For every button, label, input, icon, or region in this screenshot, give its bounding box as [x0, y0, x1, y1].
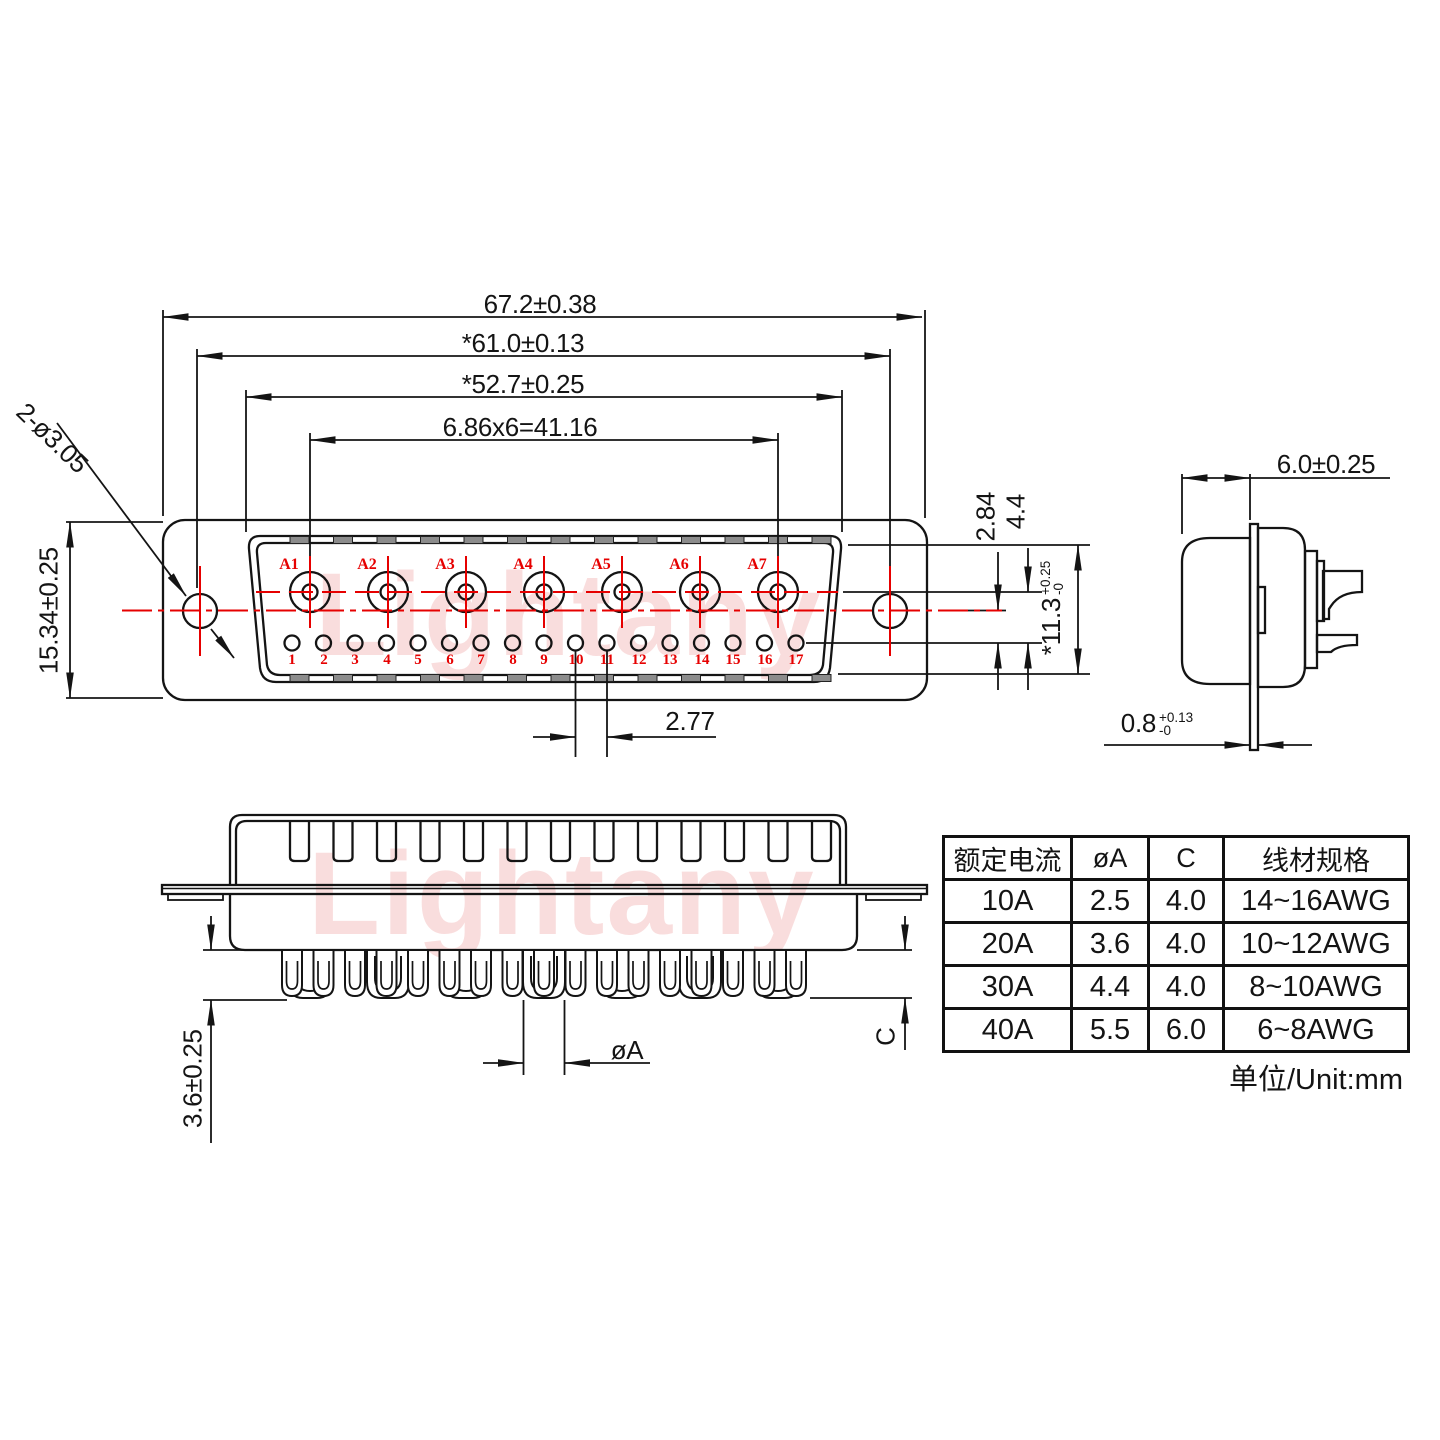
header-cup-depth: C: [1147, 835, 1225, 881]
cell: 14~16AWG: [1222, 878, 1410, 924]
front-dimensions: [56, 310, 1090, 757]
dim-center-to-row: 2.84: [970, 491, 1001, 542]
header-wire-gauge: 线材规格: [1222, 835, 1410, 881]
cell: 4.0: [1147, 921, 1225, 967]
cell: 4.0: [1147, 964, 1225, 1010]
pin-label-13: 13: [662, 652, 678, 668]
spec-row-20a: 20A 3.6 4.0 10~12AWG: [942, 921, 1410, 967]
tolerance-plus: +0.13: [1159, 710, 1194, 725]
dim-flange-thickness-tolerance: +0.13 -0: [1159, 710, 1194, 738]
spec-table: 额定电流 øA C 线材规格 10A 2.5 4.0 14~16AWG 20A …: [942, 835, 1410, 1053]
cell: 6~8AWG: [1222, 1007, 1410, 1053]
dim-pin-diameter: øA: [610, 1035, 644, 1065]
pin-label-15: 15: [725, 652, 741, 668]
cell: 2.5: [1070, 878, 1150, 924]
dim-height: 15.34±0.25: [33, 547, 64, 675]
dim-shell-height: *11.3 +0.25 -0: [1036, 533, 1068, 683]
front-centerlines: [122, 556, 1002, 656]
bottom-view-body: [160, 813, 929, 952]
pin-label-14: 14: [694, 652, 710, 668]
watermark-front: Lightany: [315, 549, 823, 681]
cell: 5.5: [1070, 1007, 1150, 1053]
pin-label-a6: A6: [669, 556, 689, 573]
dim-width-outer: 67.2±0.38: [483, 289, 597, 319]
pin-label-a2: A2: [357, 556, 377, 573]
side-dimensions: [1104, 474, 1390, 749]
dim-hole-span: *61.0±0.13: [461, 328, 585, 358]
tolerance-minus: -0: [1051, 582, 1066, 595]
pin-label-6: 6: [446, 652, 454, 668]
header-pin-diameter: øA: [1070, 835, 1150, 881]
cell: 3.6: [1070, 921, 1150, 967]
pin-label-5: 5: [414, 652, 422, 668]
dim-shell-height-value: *11.3: [1036, 597, 1067, 656]
dim-shell-width: *52.7±0.25: [461, 369, 585, 399]
dim-cup-depth: C: [870, 1027, 901, 1046]
pin-label-1: 1: [288, 652, 296, 668]
dim-pin-length: 3.6±0.25: [177, 1029, 208, 1128]
pin-label-10: 10: [568, 652, 584, 668]
cell: 20A: [942, 921, 1073, 967]
pin-label-12: 12: [631, 652, 647, 668]
pin-label-a3: A3: [435, 556, 455, 573]
pin-label-a4: A4: [513, 556, 533, 573]
spec-row-30a: 30A 4.4 4.0 8~10AWG: [942, 964, 1410, 1010]
tolerance-minus: -0: [1159, 723, 1172, 738]
cell: 4.0: [1147, 878, 1225, 924]
header-rated-current: 额定电流: [942, 835, 1073, 881]
pin-label-a7: A7: [747, 556, 767, 573]
pin-label-a5: A5: [591, 556, 611, 573]
dim-flange-thickness-value: 0.8: [1120, 708, 1157, 739]
cell: 10~12AWG: [1222, 921, 1410, 967]
cell: 6.0: [1147, 1007, 1225, 1053]
spec-table-header-row: 额定电流 øA C 线材规格: [942, 835, 1410, 881]
cell: 10A: [942, 878, 1073, 924]
cell: 40A: [942, 1007, 1073, 1053]
dim-depth: 6.0±0.25: [1276, 449, 1376, 479]
dim-pin-span: 6.86x6=41.16: [442, 412, 598, 442]
dim-shell-height-tolerance: +0.25 -0: [1038, 561, 1066, 595]
unit-note: 单位/Unit:mm: [1228, 1064, 1403, 1096]
cell: 8~10AWG: [1222, 964, 1410, 1010]
bottom-view-small-pins: [281, 949, 807, 998]
pin-label-16: 16: [757, 652, 773, 668]
dim-flange-thickness: 0.8 +0.13 -0: [1102, 708, 1212, 740]
pin-label-9: 9: [540, 652, 548, 668]
dim-row-gap: 4.4: [1000, 494, 1031, 530]
spec-row-10a: 10A 2.5 4.0 14~16AWG: [942, 878, 1410, 924]
pin-label-17: 17: [788, 652, 804, 668]
pin-label-11: 11: [599, 652, 615, 668]
side-view-body: [1180, 522, 1364, 752]
bottom-dimensions: [203, 916, 912, 1143]
pin-label-8: 8: [509, 652, 517, 668]
cell: 30A: [942, 964, 1073, 1010]
pin-label-2: 2: [320, 652, 328, 668]
dim-pin-pitch: 2.77: [665, 706, 715, 736]
front-shield-hatches: [289, 536, 832, 682]
pin-label-7: 7: [477, 652, 485, 668]
cell: 4.4: [1070, 964, 1150, 1010]
pin-label-a1: A1: [279, 556, 299, 573]
spec-row-40a: 40A 5.5 6.0 6~8AWG: [942, 1007, 1410, 1053]
pin-label-4: 4: [383, 652, 391, 668]
pin-label-3: 3: [351, 652, 359, 668]
